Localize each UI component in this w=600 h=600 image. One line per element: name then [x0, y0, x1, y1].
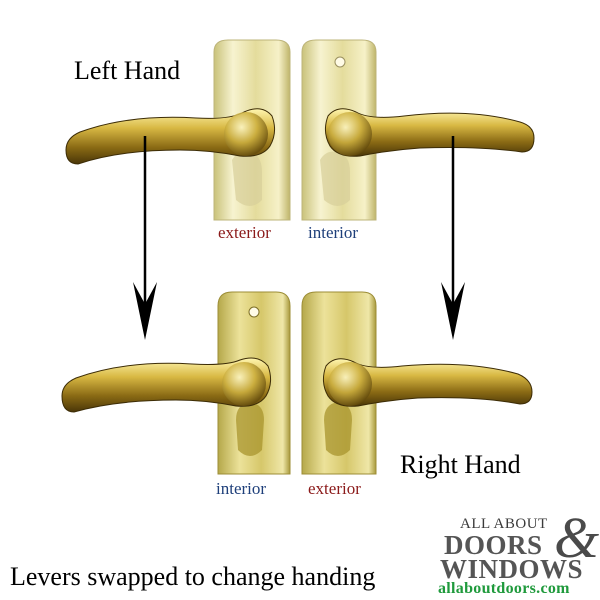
logo-line1: ALL ABOUT [460, 516, 548, 532]
caption: Levers swapped to change handing [10, 562, 376, 591]
bottom-interior-label: interior [216, 479, 267, 498]
top-interior-label: interior [308, 223, 359, 242]
arrow-right [441, 136, 465, 340]
logo-line3: WINDOWS [440, 554, 584, 584]
bottom-right-lever [322, 358, 533, 407]
arrow-left [133, 136, 157, 340]
logo-line2: DOORS [444, 530, 543, 560]
right-hand-label: Right Hand [400, 450, 521, 479]
top-exterior-label: exterior [218, 223, 271, 242]
brand-logo: ALL ABOUT DOORS & WINDOWS allaboutdoors.… [438, 505, 599, 600]
bottom-exterior-label: exterior [308, 479, 361, 498]
left-hand-label: Left Hand [74, 56, 181, 85]
logo-url: allaboutdoors.com [438, 580, 570, 597]
logo-ampersand: & [554, 505, 600, 570]
bottom-left-lever [61, 357, 272, 413]
top-right-lever [324, 108, 535, 157]
top-left-lever [65, 108, 276, 165]
